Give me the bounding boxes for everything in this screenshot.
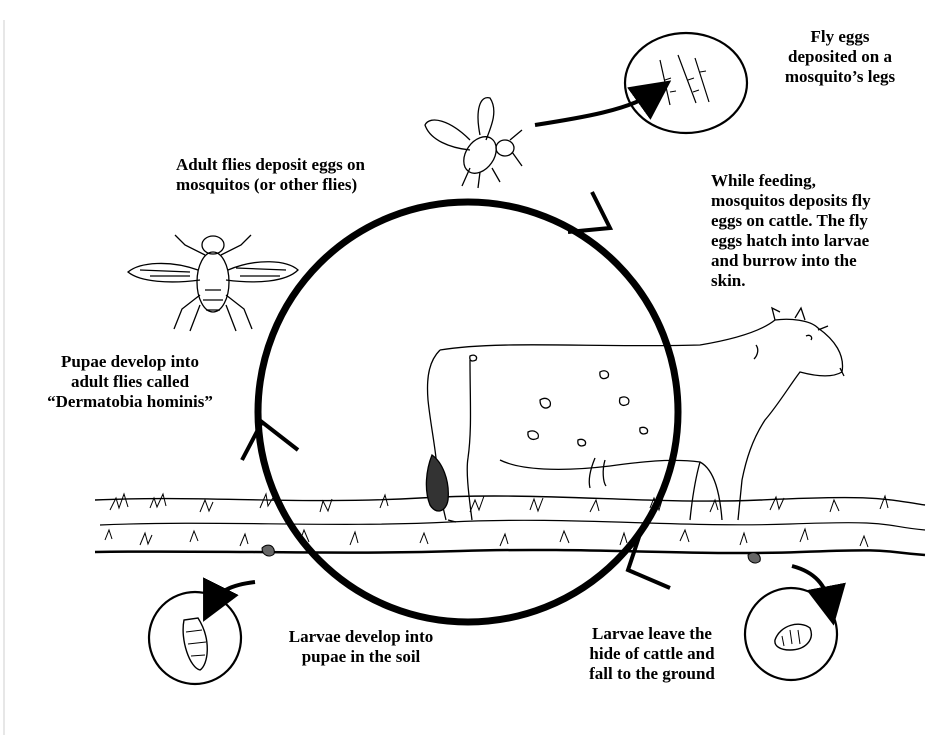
label-larvae-soil: Larvae develop into pupae in the soil [266, 627, 456, 667]
label-pupae-develop: Pupae develop into adult flies called “D… [30, 352, 230, 412]
larva-inset [745, 588, 837, 680]
cycle-arrowhead-left [242, 422, 298, 460]
label-adult-flies: Adult flies deposit eggs on mosquitos (o… [176, 155, 436, 195]
arrow-to-mosquito-inset [535, 92, 655, 125]
label-larvae-leave: Larvae leave the hide of cattle and fall… [562, 624, 742, 684]
arrow-to-larva-inset [792, 566, 830, 606]
ground-grass [95, 494, 925, 555]
arrow-to-pupa-inset [212, 582, 255, 604]
adult-fly-illustration [128, 235, 298, 331]
life-cycle-circle [258, 202, 678, 622]
mosquito-leg-inset [625, 33, 747, 133]
small-fly-illustration [425, 98, 522, 188]
label-fly-eggs: Fly eggs deposited on a mosquito’s legs [765, 27, 915, 87]
pupa-on-ground [262, 545, 274, 556]
cycle-arrowhead-top-right [568, 192, 610, 232]
cow-illustration [426, 308, 844, 522]
larva-on-ground [748, 553, 760, 563]
pupa-inset [149, 592, 241, 684]
label-mosquitos-feeding: While feeding, mosquitos deposits fly eg… [711, 171, 916, 291]
